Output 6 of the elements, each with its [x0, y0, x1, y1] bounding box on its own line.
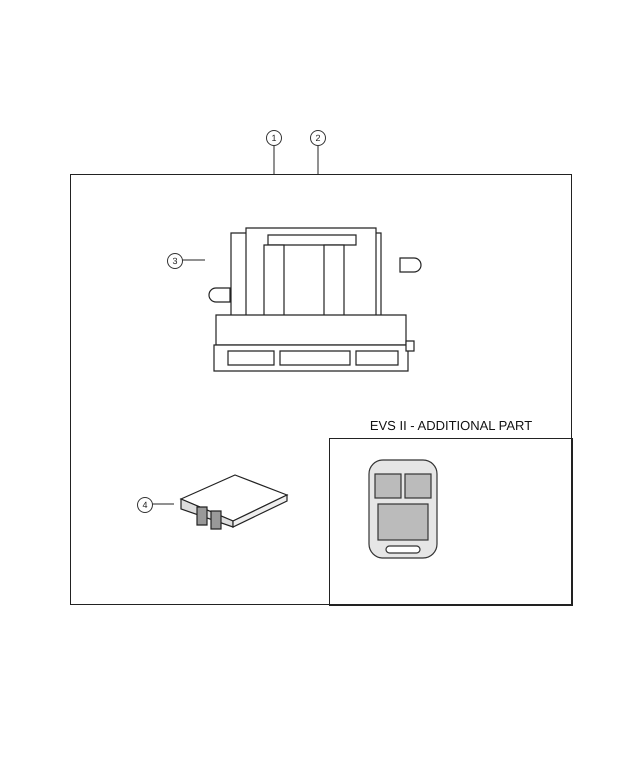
callout-number: 4 — [137, 497, 153, 513]
parts-frame — [70, 174, 572, 605]
panel-heading: EVS II - ADDITIONAL PART — [368, 418, 534, 433]
callout-number: 2 — [310, 130, 326, 146]
callout-number: 1 — [266, 130, 282, 146]
callout-number: 3 — [167, 253, 183, 269]
